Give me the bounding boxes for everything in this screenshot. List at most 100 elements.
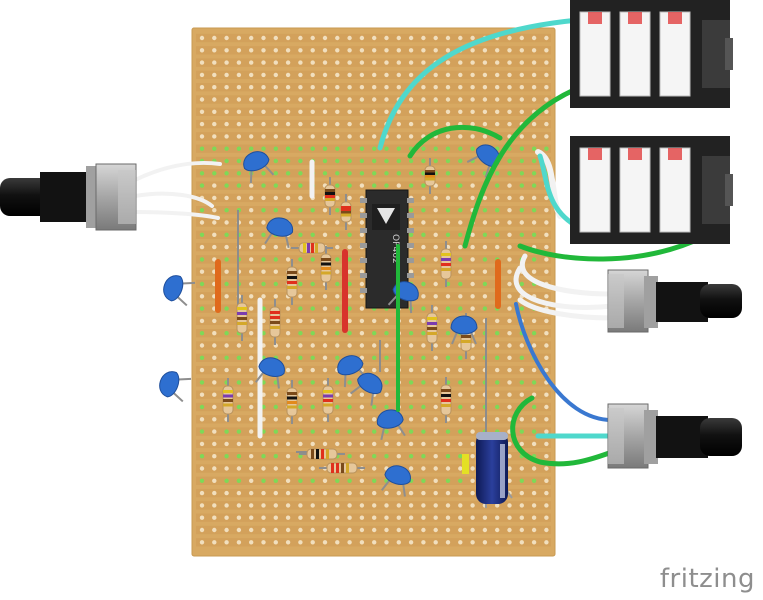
board-hole: [261, 171, 266, 176]
board-hole: [470, 269, 475, 274]
board-hole: [199, 232, 205, 237]
ceramic-capacitor: [159, 371, 192, 403]
board-hole: [298, 171, 303, 176]
board-hole: [519, 158, 524, 164]
wire-white-pot-1: [520, 253, 615, 297]
board-hole: [544, 294, 549, 299]
board-hole: [507, 306, 512, 311]
board-hole: [470, 146, 475, 151]
board-hole: [495, 331, 500, 336]
board-hole: [273, 281, 278, 287]
board-hole: [544, 454, 549, 459]
board-hole: [433, 355, 438, 360]
board-hole: [495, 380, 500, 385]
jack-terminal: [579, 147, 611, 233]
capacitor-body: [159, 371, 180, 398]
board-hole: [531, 343, 537, 348]
board-hole: [458, 220, 463, 225]
wire-blue: [514, 302, 614, 422]
board-hole: [433, 515, 438, 520]
board-hole: [495, 220, 500, 225]
board-hole: [261, 281, 266, 287]
board-hole: [507, 97, 512, 102]
board-hole: [519, 515, 524, 520]
board-hole: [507, 417, 512, 422]
board-hole: [212, 331, 217, 336]
wire-white-leftpot-1: [133, 160, 222, 182]
resistor-band: [341, 208, 351, 212]
board-hole: [396, 515, 401, 520]
board-hole: [310, 109, 315, 115]
board-hole: [310, 60, 315, 65]
board-hole: [396, 60, 401, 65]
board-hole: [310, 331, 315, 336]
board-hole: [359, 417, 365, 422]
board-hole: [224, 454, 229, 459]
resistor-band: [441, 253, 451, 256]
board-hole: [470, 367, 475, 373]
board-hole: [273, 158, 278, 164]
board-hole: [310, 257, 315, 262]
board-hole: [421, 380, 426, 385]
board-hole: [458, 429, 463, 434]
jack-terminal: [659, 11, 691, 97]
board-hole: [507, 281, 512, 287]
board-hole: [224, 158, 229, 164]
board-hole: [458, 294, 463, 299]
board-hole: [519, 306, 524, 311]
capacitor-lead: [177, 377, 192, 381]
board-hole: [507, 466, 512, 471]
board-hole: [298, 269, 303, 274]
board-hole: [458, 441, 463, 447]
board-hole: [531, 380, 537, 385]
board-hole: [310, 367, 315, 373]
board-hole: [458, 490, 463, 496]
resistor-band: [316, 449, 319, 459]
board-hole: [396, 146, 401, 151]
board-hole: [224, 244, 229, 250]
board-hole: [470, 85, 475, 90]
resistor-band: [441, 389, 451, 392]
board-hole: [224, 109, 229, 115]
board-hole: [482, 208, 488, 213]
board-hole: [199, 171, 205, 176]
board-hole: [458, 35, 463, 41]
board-hole: [433, 48, 438, 53]
board-hole: [408, 441, 414, 447]
electrolytic-capacitor: [462, 432, 513, 508]
board-hole: [507, 220, 512, 225]
board-hole: [224, 171, 229, 176]
board-hole: [544, 72, 549, 78]
board-hole: [458, 257, 463, 262]
resistor-band: [441, 399, 451, 402]
ic-pin: [360, 258, 367, 263]
board-hole: [421, 478, 426, 483]
board-hole: [322, 540, 328, 545]
resistor-band: [427, 317, 437, 320]
board-hole: [199, 417, 205, 422]
board-hole: [249, 97, 254, 102]
board-hole: [249, 121, 254, 127]
board-hole: [310, 466, 315, 471]
board-hole: [359, 85, 365, 90]
board-hole: [236, 171, 242, 176]
board-hole: [212, 244, 217, 250]
board-hole: [433, 121, 438, 127]
board-hole: [458, 97, 463, 102]
board-hole: [470, 195, 475, 201]
board-hole: [322, 417, 328, 422]
board-hole: [396, 48, 401, 53]
board-hole: [298, 380, 303, 385]
board-hole: [224, 48, 229, 53]
board-hole: [531, 232, 537, 237]
board-hole: [347, 35, 352, 41]
board-hole: [421, 417, 426, 422]
board-hole: [249, 466, 254, 471]
board-hole: [421, 294, 426, 299]
resistor-band: [425, 170, 435, 173]
board-holes: [199, 35, 549, 545]
board-hole: [372, 35, 377, 41]
board-hole: [470, 121, 475, 127]
board-hole: [199, 367, 205, 373]
board-hole: [421, 527, 426, 533]
